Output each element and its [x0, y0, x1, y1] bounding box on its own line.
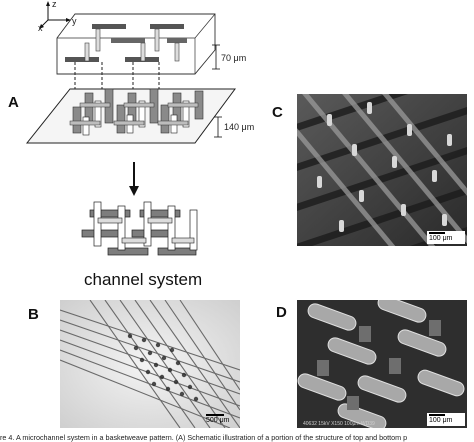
scalebar-line [206, 414, 224, 416]
panel-a-letter: A [8, 94, 19, 111]
panel-d-letter: D [276, 304, 287, 321]
panel-c-scalebar: 100 μm [427, 231, 465, 244]
dim-label-top: 70 μm [221, 53, 247, 63]
arrow-down-icon [129, 162, 139, 196]
panel-c-letter: C [272, 104, 283, 121]
scalebar-line [429, 414, 445, 416]
panel-b-letter: B [28, 306, 39, 323]
axis-z-label: z [52, 0, 57, 9]
axes-icon [39, 1, 71, 29]
axis-y-label: y [72, 16, 77, 26]
dim-label-bottom: 140 μm [224, 122, 255, 132]
panel-c-micrograph: 100 μm [297, 94, 467, 246]
micrograph-texture [297, 94, 467, 246]
scalebar-line [429, 232, 445, 234]
figure-caption: re 4. A microchannel system in a basketw… [0, 433, 408, 442]
panel-d-scale-label: 100 μm [429, 417, 453, 424]
assembled-channel-schematic [81, 201, 198, 256]
panel-b-photo: 500 μm [60, 300, 240, 428]
channel-system-label: channel system [84, 270, 203, 289]
top-layer-schematic [56, 13, 216, 75]
photo-texture [60, 300, 240, 428]
micrograph-texture: 40632 15kV X150 100µm WD39 [297, 300, 467, 428]
dim-bracket-top-icon [212, 44, 220, 70]
panel-b-scale-label: 500 μm [206, 417, 230, 424]
panel-d-scalebar: 100 μm [427, 413, 465, 426]
panel-b-scalebar: 500 μm [204, 413, 238, 426]
svg-text:40632 15kV X150 100µm WD39: 40632 15kV X150 100µm WD39 [303, 421, 375, 427]
axis-x-label: x [38, 23, 43, 33]
dim-bracket-bottom-icon [214, 116, 222, 138]
panel-a: A z y x 70 μm [0, 0, 260, 300]
panel-d-micrograph: 40632 15kV X150 100µm WD39 100 μm [297, 300, 467, 428]
bottom-layer-schematic [25, 88, 236, 144]
panel-c-scale-label: 100 μm [429, 235, 453, 242]
